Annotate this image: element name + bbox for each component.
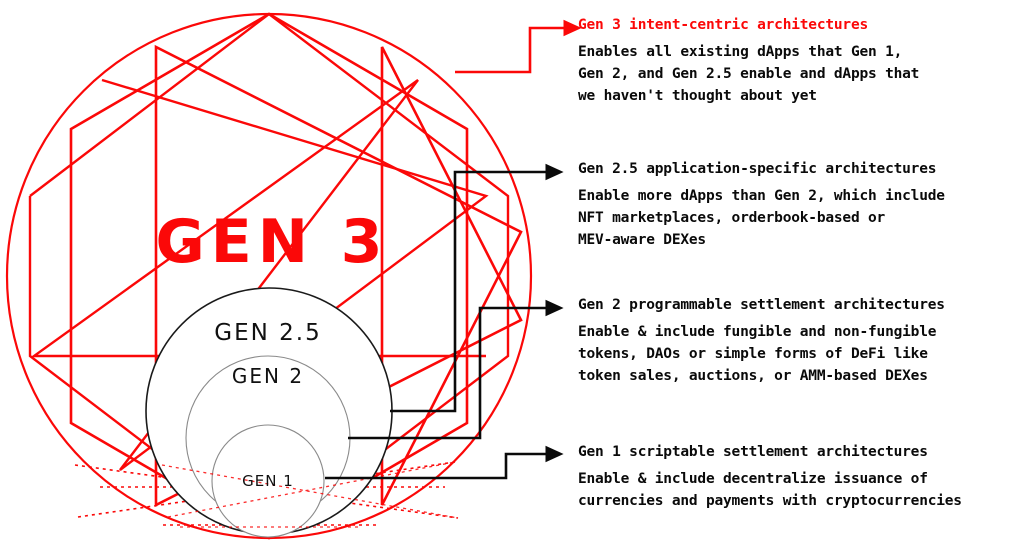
callout-gen25-line-1: Enable more dApps than Gen 2, which incl… [578,188,945,205]
callout-gen3-line-2: Gen 2, and Gen 2.5 enable and dApps that [578,66,920,83]
connector-gen3 [455,19,582,74]
gen3-chord-network [28,12,523,540]
callout-gen25-body: Enable more dApps than Gen 2, which incl… [578,185,945,251]
callout-gen3-heading: Gen 3 intent-centric architectures [578,17,869,33]
gen3-title: GEN 3 [155,207,388,277]
callout-gen3: Gen 3 intent-centric architectures Enabl… [578,16,919,107]
callout-gen1: Gen 1 scriptable settlement architecture… [578,443,962,512]
callout-gen2-heading: Gen 2 programmable settlement architectu… [578,297,945,313]
gen1-label: GEN 1 [242,472,294,490]
callout-gen3-line-1: Enables all existing dApps that Gen 1, [578,44,903,61]
connector-gen25 [390,163,564,413]
callout-gen2: Gen 2 programmable settlement architectu… [578,296,945,387]
callout-gen1-body: Enable & include decentralize issuance o… [578,468,962,512]
callout-gen1-line-1: Enable & include decentralize issuance o… [578,471,928,488]
callout-gen25-line-2: NFT marketplaces, orderbook-based or [578,210,886,227]
gen2-label: GEN 2 [232,364,304,388]
gen3-dotted-chords-overlay [161,461,459,528]
callout-gen25-heading: Gen 2.5 application-specific architectur… [578,161,937,177]
callout-gen1-line-2: currencies and payments with cryptocurre… [578,493,962,510]
callout-gen2-line-3: token sales, auctions, or AMM-based DEXe… [578,368,928,385]
gen1-circle [211,424,325,538]
callout-gen2-line-2: tokens, DAOs or simple forms of DeFi lik… [578,346,928,363]
callout-gen3-body: Enables all existing dApps that Gen 1, G… [578,41,919,107]
callout-gen1-heading: Gen 1 scriptable settlement architecture… [578,444,928,460]
callout-gen25-line-3: MEV-aware DEXes [578,232,706,249]
connector-gen2 [348,299,564,440]
callout-gen2-body: Enable & include fungible and non-fungib… [578,321,945,387]
callout-gen2-line-1: Enable & include fungible and non-fungib… [578,324,937,341]
gen25-label: GEN 2.5 [214,320,321,346]
connector-gen1 [325,445,564,480]
callout-gen3-line-3: we haven't thought about yet [578,88,817,105]
callout-gen25: Gen 2.5 application-specific architectur… [578,160,945,251]
